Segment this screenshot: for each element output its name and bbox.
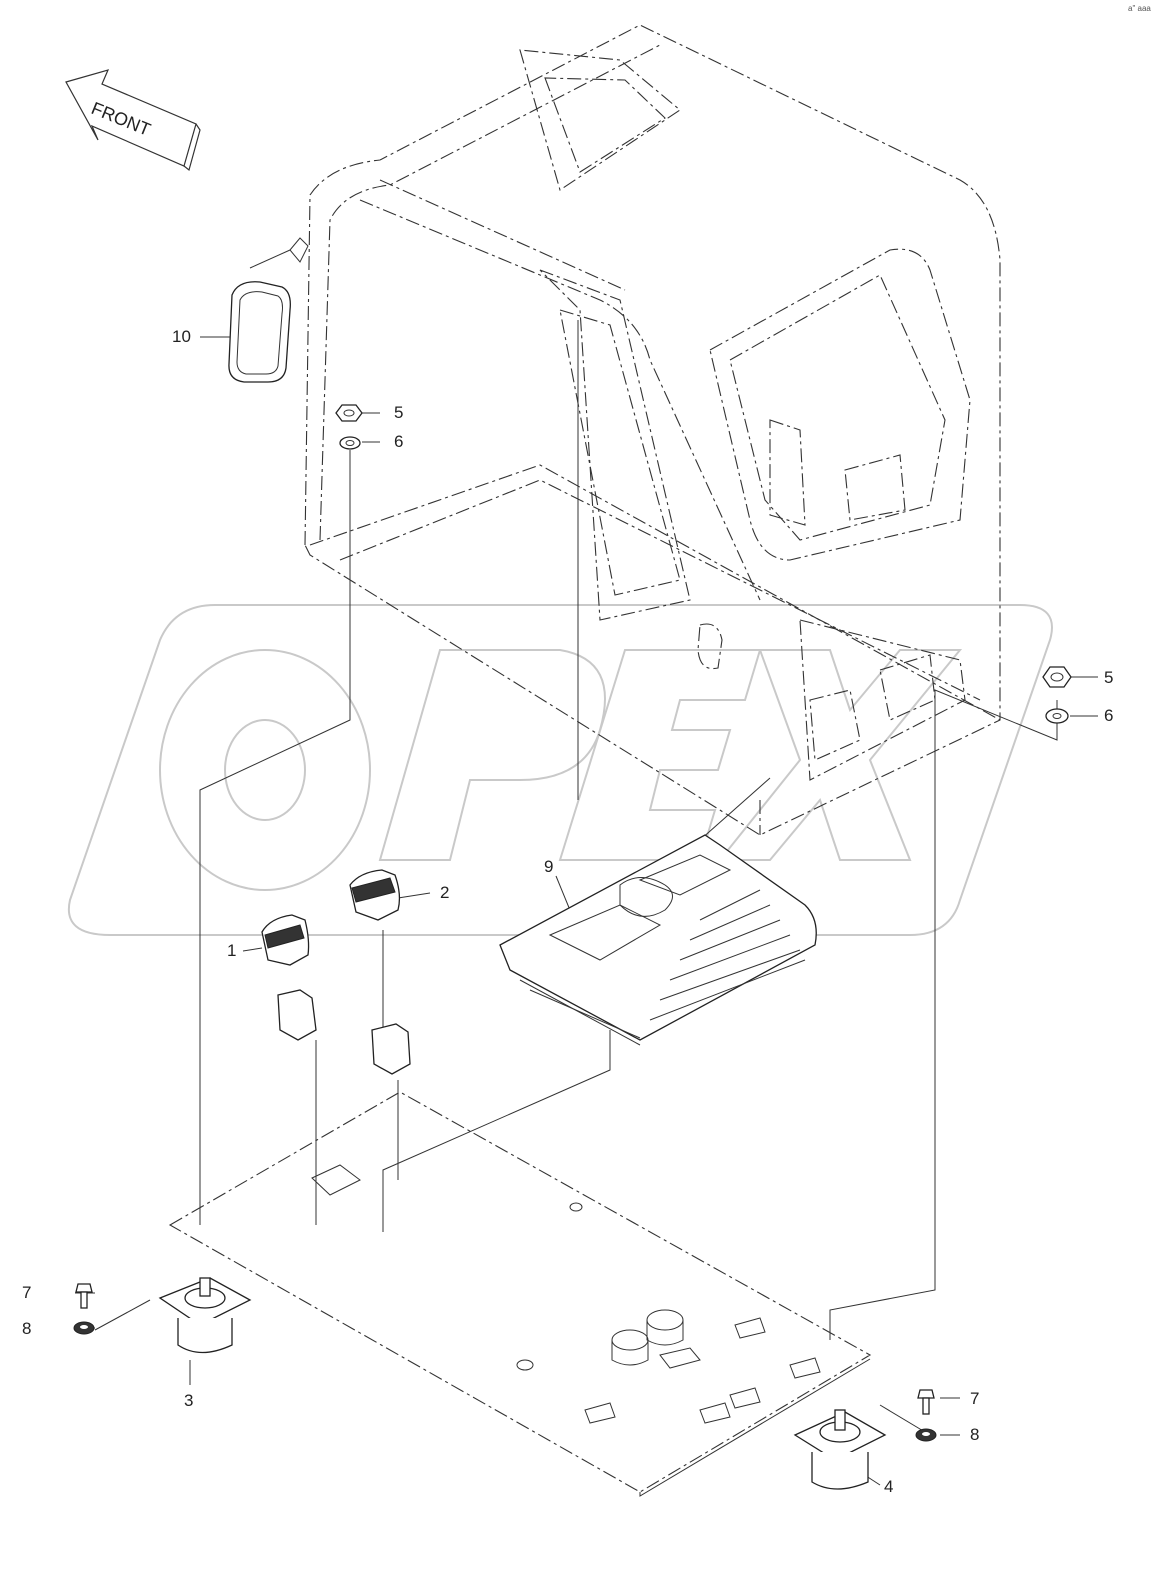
bolt-washer-right [915,1389,937,1442]
nut-washer-top [335,404,363,450]
floor-plate [168,1091,872,1497]
callout-4: 4 [884,1477,894,1496]
mount-3-part [158,1277,252,1354]
callout-8-right: 8 [970,1425,980,1444]
callout-5-right: 5 [1104,668,1114,687]
cab-frame [304,24,1001,836]
callout-9: 9 [544,857,554,876]
floor-mat-part [499,834,817,1046]
bolt-washer-left [73,1283,95,1335]
callout-3: 3 [184,1391,194,1410]
callout-5-top: 5 [394,403,404,422]
mount-4-part [793,1409,887,1490]
corner-mark: a" aaa [1128,4,1151,13]
callout-1: 1 [227,941,237,960]
pedal-2-part [349,869,411,1075]
callout-6-right: 6 [1104,706,1114,725]
callout-6-top: 6 [394,432,404,451]
callout-2: 2 [440,883,450,902]
callout-7-right: 7 [970,1389,980,1408]
nut-washer-right [1042,666,1072,724]
callout-7-left: 7 [22,1283,32,1302]
leader-lines [75,320,1098,1486]
callout-10: 10 [172,327,191,346]
front-arrow [65,69,201,172]
opex-watermark [67,604,1053,936]
pedal-1-part [261,914,317,1041]
callout-8-left: 8 [22,1319,32,1338]
mirror-part [228,237,309,383]
